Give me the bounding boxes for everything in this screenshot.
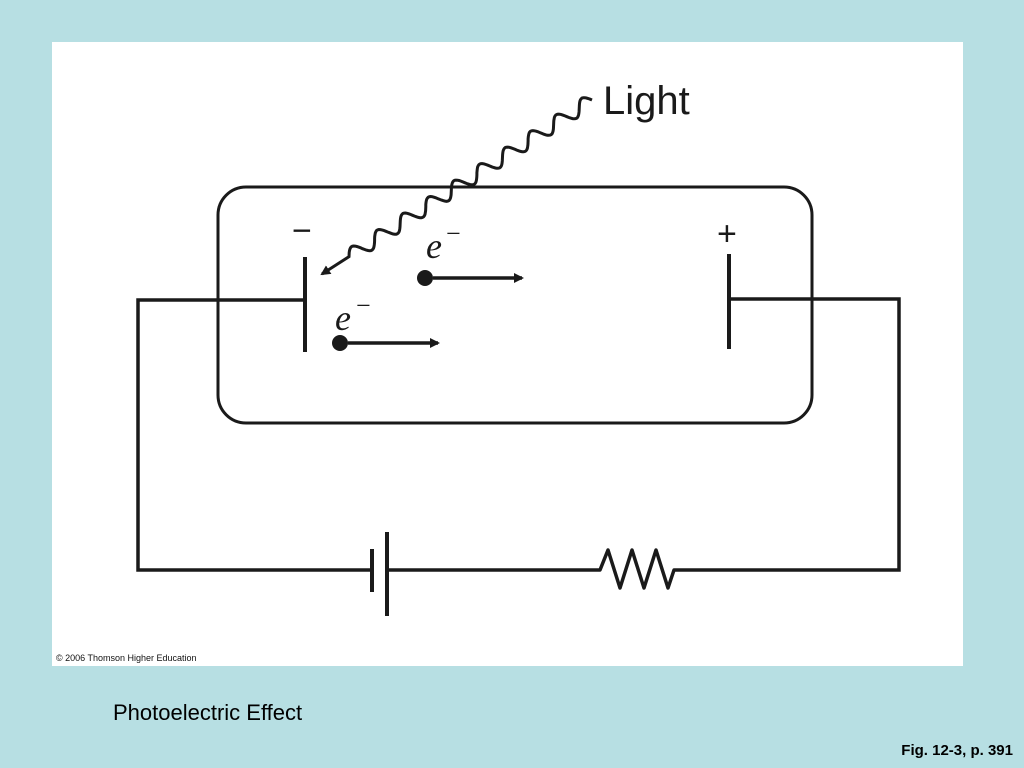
copyright-notice: © 2006 Thomson Higher Education — [56, 653, 197, 663]
electron-charge: − — [356, 291, 371, 320]
electron-charge: − — [446, 219, 461, 248]
slide-caption: Photoelectric Effect — [113, 700, 303, 725]
light-ray — [320, 96, 593, 276]
electron-lower — [332, 335, 440, 351]
figure-panel: Light − + e − e − © 2006 Thomson Higher … — [52, 42, 963, 666]
electron-symbol: e — [335, 298, 351, 338]
light-label: Light — [603, 79, 690, 123]
photoelectric-circuit-diagram: Light − + e − e − — [136, 79, 901, 616]
electron-label-lower: e − — [335, 291, 371, 338]
electron-dot — [417, 270, 433, 286]
resistor-symbol — [590, 548, 680, 590]
electron-label-upper: e − — [426, 219, 461, 266]
battery-symbol — [370, 532, 389, 616]
figure-reference: Fig. 12-3, p. 391 — [901, 742, 1013, 759]
circuit-wire-left — [136, 298, 372, 572]
electron-upper — [417, 270, 524, 286]
vacuum-tube — [216, 185, 814, 425]
electron-symbol: e — [426, 226, 442, 266]
electron-dot — [332, 335, 348, 351]
anode-sign: + — [717, 215, 737, 253]
circuit-wire-right — [680, 297, 901, 572]
cathode-sign: − — [292, 212, 312, 250]
